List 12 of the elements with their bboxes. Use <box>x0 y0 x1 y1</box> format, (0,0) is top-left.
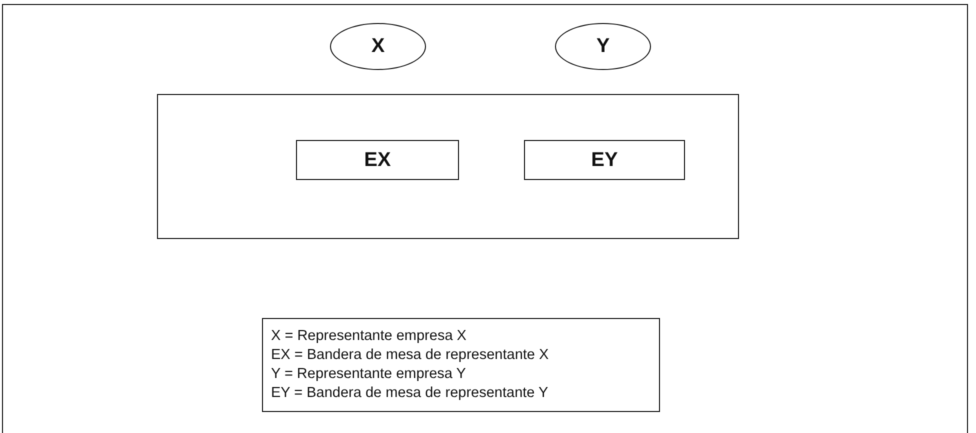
key-entry: Y = Representante empresa Y <box>271 365 466 384</box>
node-label: EY <box>591 148 618 172</box>
node-label: X <box>371 35 385 58</box>
node-label: EX <box>364 148 391 172</box>
flag-box <box>524 140 685 180</box>
table-rectangle <box>157 94 739 239</box>
key-entry: X = Representante empresa X <box>271 327 466 346</box>
node-label: Y <box>596 35 610 58</box>
key-entry: EY = Bandera de mesa de representante Y <box>271 384 548 403</box>
key-entry: EX = Bandera de mesa de representante X <box>271 346 549 365</box>
key-box <box>262 318 660 412</box>
flag-box <box>296 140 459 180</box>
